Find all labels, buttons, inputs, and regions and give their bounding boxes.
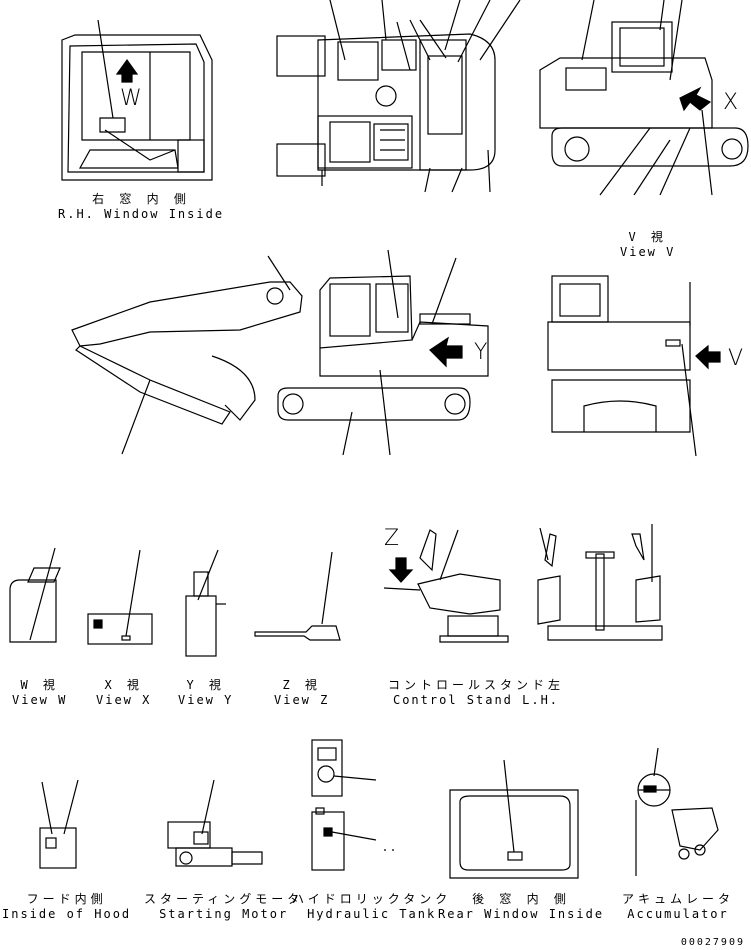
rear-window-drawing xyxy=(449,759,579,879)
label-accumulator-jp: アキュムレータ xyxy=(622,892,735,906)
excavator-main-drawing xyxy=(71,249,489,456)
label-rear-window-jp: 後 窓 内 側 xyxy=(472,892,570,906)
label-control-stand-jp: コントロールスタンド左 xyxy=(388,678,565,692)
label-control-stand-en: Control Stand L.H. xyxy=(392,693,560,707)
label-accumulator-en: Accumulator xyxy=(627,907,729,921)
view-w-drawing xyxy=(9,547,61,643)
document-number: 00027909 xyxy=(680,937,745,948)
view-x-drawing xyxy=(87,549,153,645)
top-view-drawing xyxy=(276,0,521,193)
view-marker-w: W xyxy=(120,86,142,111)
label-hydraulic-tank: ハイドロリックタンク Hydraulic Tank xyxy=(292,892,451,922)
label-view-z-en: View Z xyxy=(274,693,330,707)
label-view-y-jp: Y 視 xyxy=(186,678,225,692)
accumulator-drawing xyxy=(635,747,719,876)
label-starting-motor-jp: スターティングモータ xyxy=(144,892,304,906)
label-view-v-en: View V xyxy=(620,245,676,259)
view-marker-x: X xyxy=(723,90,739,115)
label-hydraulic-tank-jp: ハイドロリックタンク xyxy=(292,892,452,906)
view-marker-y: Y xyxy=(474,340,488,365)
view-y-drawing xyxy=(185,549,226,657)
view-v-drawing xyxy=(547,275,721,457)
label-rear-window: 後 窓 内 側 Rear Window Inside xyxy=(438,892,604,922)
view-marker-z: Z xyxy=(384,526,400,551)
view-z-drawing xyxy=(254,551,341,641)
hood-drawing xyxy=(39,779,79,869)
label-view-x-jp: X 視 xyxy=(104,678,143,692)
cab-rh-window-drawing xyxy=(61,19,213,181)
label-rh-window-en: R.H. Window Inside xyxy=(58,207,225,221)
label-accumulator: アキュムレータ Accumulator xyxy=(622,892,734,922)
label-view-w: W 視 View W xyxy=(12,678,67,708)
side-view-x-drawing xyxy=(539,0,749,196)
label-rh-window-jp: 右 窓 内 側 xyxy=(92,192,190,206)
label-view-v-jp: V 視 xyxy=(628,230,667,244)
starting-motor-drawing xyxy=(167,779,263,867)
label-hood-jp: フード内側 xyxy=(26,892,107,906)
label-starting-motor: スターティングモータ Starting Motor xyxy=(144,892,303,922)
view-marker-v: V xyxy=(728,346,744,371)
label-view-y: Y 視 View Y xyxy=(178,678,233,708)
label-hydraulic-tank-en: Hydraulic Tank xyxy=(307,907,437,921)
label-rear-window-en: Rear Window Inside xyxy=(438,907,605,921)
label-view-v: V 視 View V xyxy=(620,230,675,260)
label-view-w-jp: W 視 xyxy=(20,678,59,692)
hydraulic-tank-drawing xyxy=(311,739,400,871)
label-hood-en: Inside of Hood xyxy=(2,907,132,921)
control-stand-drawing xyxy=(383,524,663,643)
label-hood: フード内側 Inside of Hood xyxy=(2,892,131,922)
label-view-y-en: View Y xyxy=(178,693,234,707)
label-view-x-en: View X xyxy=(96,693,152,707)
label-view-w-en: View W xyxy=(12,693,68,707)
label-rh-window: 右 窓 内 側 R.H. Window Inside xyxy=(58,192,224,222)
label-view-x: X 視 View X xyxy=(96,678,151,708)
label-view-z-jp: Z 視 xyxy=(282,678,321,692)
label-control-stand: コントロールスタンド左 Control Stand L.H. xyxy=(388,678,564,708)
label-starting-motor-en: Starting Motor xyxy=(159,907,289,921)
label-view-z: Z 視 View Z xyxy=(274,678,329,708)
